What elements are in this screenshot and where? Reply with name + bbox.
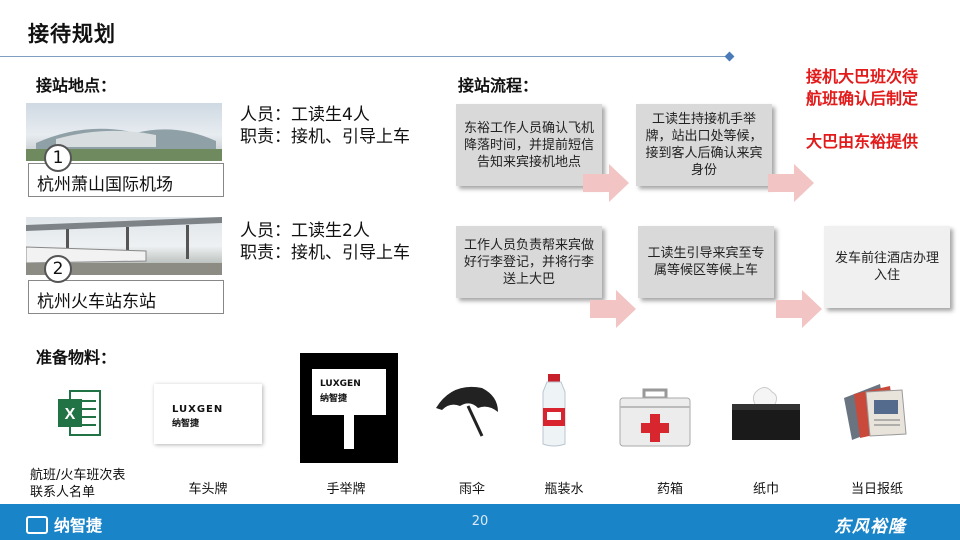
location-2-duty: 职责：接机、引导上车	[240, 243, 410, 263]
footer-right-logo: 东风裕隆	[834, 517, 906, 537]
location-1-duty: 职责：接机、引导上车	[240, 127, 410, 147]
materials-heading: 准备物料：	[36, 348, 117, 367]
process-heading: 接站流程：	[458, 76, 539, 95]
title-divider	[0, 56, 730, 57]
excel-icon: X	[58, 390, 101, 436]
page-number: 20	[471, 514, 489, 529]
flow-step-2: 工读生持接机手举牌，站出口处等候，接到客人后确认来宾身份	[636, 104, 772, 186]
note-schedule-line2: 航班确认后制定	[806, 89, 919, 108]
footer-left-logo: 纳智捷	[26, 512, 102, 536]
location-2-name: 杭州火车站东站	[28, 280, 224, 314]
material-label-umbrella: 雨伞	[458, 482, 485, 497]
hand-sign-image: LUXGEN 纳智捷	[300, 353, 398, 463]
flow-arrow-1	[583, 164, 629, 202]
page-title: 接待规划	[28, 22, 116, 46]
car-sign-brand-cn: 纳智捷	[172, 419, 200, 429]
material-label-newspaper: 当日报纸	[850, 482, 903, 497]
svg-text:X: X	[65, 406, 76, 423]
material-label-hand-sign: 手举牌	[326, 482, 366, 497]
first-aid-kit-image	[619, 388, 691, 447]
flow-step-4: 工读生引导来宾至专属等候区等候上车	[638, 226, 774, 298]
footer-left-logo-text: 纳智捷	[54, 516, 103, 535]
tissue-box-image	[732, 386, 800, 440]
car-sign-brand: LUXGEN	[172, 404, 224, 415]
location-2-number: 2	[44, 255, 72, 283]
note-bus-provider: 大巴由东裕提供	[806, 132, 919, 151]
flow-arrow-2	[768, 164, 814, 202]
hand-sign-brand-cn: 纳智捷	[320, 394, 348, 404]
water-bottle-image	[542, 374, 566, 447]
newspapers-image	[844, 384, 907, 440]
material-label-schedule: 航班/火车班次表 联系人名单	[30, 468, 126, 500]
note-schedule-line1: 接机大巴班次待	[806, 67, 919, 86]
location-1-name: 杭州萧山国际机场	[28, 163, 224, 197]
material-label-water: 瓶装水	[544, 482, 584, 497]
flow-arrow-4	[776, 290, 822, 328]
car-sign-image: LUXGEN 纳智捷	[154, 384, 262, 444]
flow-step-5: 发车前往酒店办理入住	[824, 226, 950, 308]
umbrella-image	[436, 386, 498, 437]
material-label-car-sign: 车头牌	[188, 482, 228, 497]
flow-arrow-3	[590, 290, 636, 328]
flow-step-3: 工作人员负责帮来宾做好行李登记，并将行李送上大巴	[456, 226, 602, 298]
luxgen-logo-icon	[26, 516, 48, 534]
location-1-number: 1	[44, 144, 72, 172]
hand-sign-brand: LUXGEN	[320, 379, 361, 389]
station-heading: 接站地点：	[36, 76, 117, 95]
footer-bar	[0, 504, 960, 540]
material-label-tissue: 纸巾	[752, 482, 779, 497]
divider-diamond	[724, 51, 735, 62]
location-1-staff: 人员：工读生4人	[240, 105, 370, 125]
location-2-staff: 人员：工读生2人	[240, 221, 370, 241]
material-label-first-aid: 药箱	[656, 482, 683, 497]
flow-step-1: 东裕工作人员确认飞机降落时间，并提前短信告知来宾接机地点	[456, 104, 602, 186]
